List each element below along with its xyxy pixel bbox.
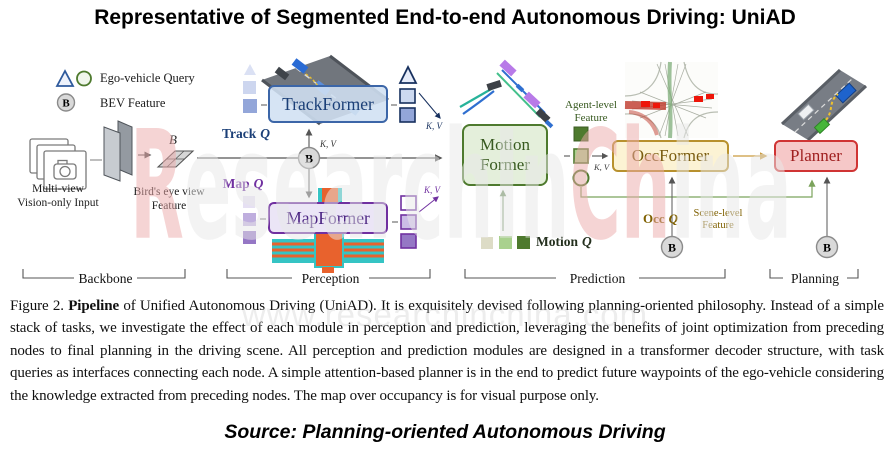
bev-line2: Feature [151,199,187,212]
kv-label: K, V [319,139,338,149]
bev-node-icon: B [297,146,321,170]
occ-q-symbol: Q [668,211,679,226]
agent-feature-line1: Agent-level [565,99,617,111]
map-output-column: K, V [392,185,442,249]
mapformer-node: MapFormer [268,202,388,234]
occupancy-image [624,61,719,139]
multiview-input-label: Multi-view Vision-only Input [8,183,108,210]
motion-query-text: Motion [536,234,578,249]
multiview-line1: Multi-view [32,183,84,195]
ego-query-to-planner-line [580,179,816,198]
ego-query-triangle-icon [55,69,75,87]
svg-text:B: B [823,241,831,255]
track-q-symbol: Q [260,126,270,141]
bev-feature-label: Bird's eye view Feature [126,186,212,213]
svg-text:B: B [305,152,313,166]
section-brackets [22,269,859,279]
svg-text:B: B [668,241,676,255]
map-q-symbol: Q [253,176,264,191]
scene-feature-label: Scene-level Feature [689,208,747,232]
motionformer-line1: Motion [479,134,531,154]
track-output-column: K, V [391,64,444,131]
ego-query-circle-icon [76,70,92,87]
trackformer-label: TrackFormer [282,93,374,114]
trajectory-image [459,59,554,129]
planner-node: Planner [774,140,858,172]
track-query-text: Track [222,126,257,141]
bev-plane-icon: B [156,132,195,168]
map-query-text: Map [222,176,250,191]
legend-ego-query-label: Ego-vehicle Query [100,71,195,85]
svg-text:B: B [169,132,177,147]
multiview-line2: Vision-only Input [17,196,99,209]
section-perception: Perception [301,271,360,286]
multiview-input-icon [29,138,87,190]
motion-q-symbol: Q [582,234,592,249]
motionformer-line2: Former [479,155,531,174]
scene-feature-line1: Scene-level [693,208,743,219]
planner-bev-node-icon: B [815,235,839,259]
motion-query-column [481,189,530,249]
agent-feature-column: K, V [564,126,611,187]
agent-feature-label: Agent-level Feature [557,99,625,124]
svg-text:K, V: K, V [425,121,444,131]
section-planning: Planning [790,271,839,286]
motion-query-label: Motion Q [536,234,614,250]
page-title: Representative of Segmented End-to-end A… [94,6,796,29]
scene-feature-line2: Feature [702,220,734,231]
section-backbone: Backbone [78,271,133,286]
map-query-column [243,196,266,244]
agent-feature-line2: Feature [574,111,608,124]
caption-body: of Unified Autonomous Driving (UniAD). I… [10,298,884,404]
backbone-feature-icon [103,120,133,182]
occformer-label: OccFormer [631,146,710,165]
occformer-node: OccFormer [612,140,729,172]
svg-text:B: B [62,98,70,110]
source-line: Source: Planning-oriented Autonomous Dri… [224,421,666,443]
caption-pipeline-bold: Pipeline [68,298,120,314]
bev-line1: Bird's eye view [133,186,205,198]
section-prediction: Prediction [569,271,626,286]
caption-figure-number: Figure 2. [10,298,69,314]
legend-bev-feature-label: BEV Feature [100,95,166,110]
svg-text:K, V: K, V [593,162,611,172]
occ-bev-node-icon: B [660,235,684,259]
planner-label: Planner [790,146,842,165]
occ-query-text: Occ [643,211,665,226]
track-query-column [243,64,267,113]
planner-road-image [780,68,868,142]
map-image [272,188,384,273]
figure-caption: Figure 2. Pipeline of Unified Autonomous… [10,295,884,407]
motionformer-node: Motion Former [462,124,548,186]
trackformer-node: TrackFormer [268,85,388,123]
svg-text:K, V: K, V [423,185,442,195]
mapformer-label: MapFormer [286,207,370,228]
bev-feature-legend-icon: B [56,93,76,112]
